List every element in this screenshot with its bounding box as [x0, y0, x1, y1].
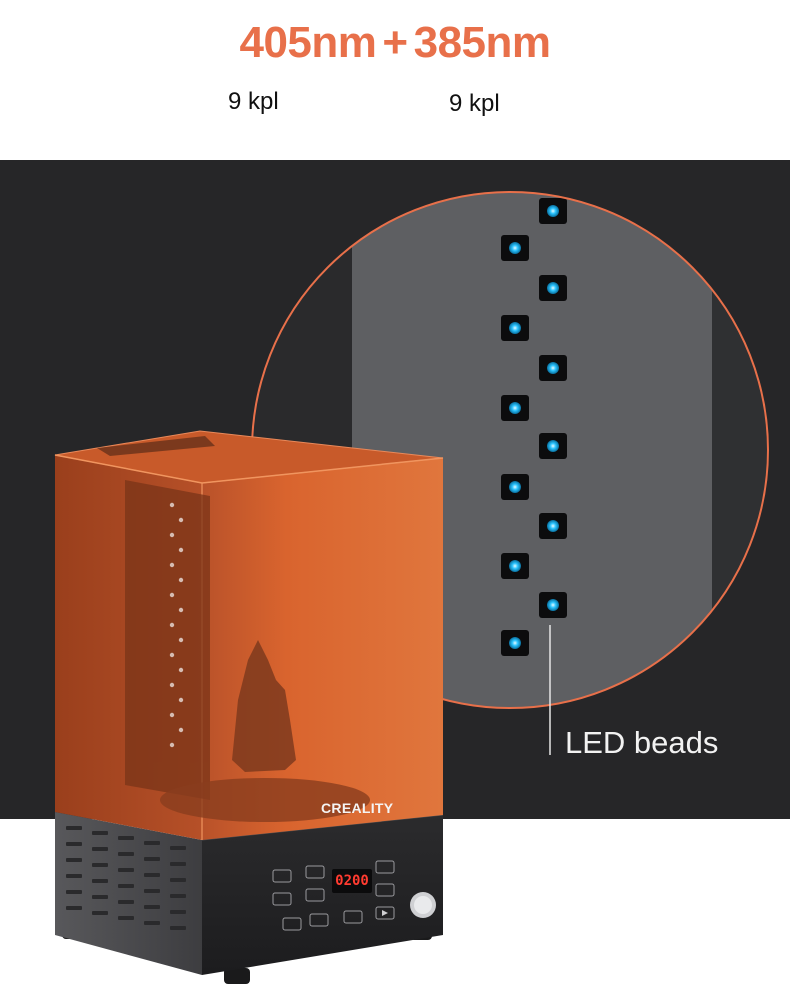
led-bead-icon — [539, 513, 567, 539]
start-button[interactable] — [343, 910, 363, 924]
foot — [224, 968, 250, 984]
curing-machine — [54, 430, 444, 984]
play-icon[interactable] — [375, 906, 395, 920]
base-front — [202, 815, 443, 975]
speed-button[interactable] — [309, 913, 329, 927]
wavelength-405: 405nm — [239, 18, 377, 67]
printed-model — [232, 640, 296, 772]
led-bead-icon — [539, 198, 567, 224]
led-bead-icon — [501, 235, 529, 261]
led-bead-icon — [539, 433, 567, 459]
control-panel — [272, 860, 436, 931]
turntable — [160, 778, 370, 822]
led-bead-icon — [501, 553, 529, 579]
led-bead-icon — [501, 630, 529, 656]
wash-button[interactable] — [272, 892, 292, 906]
timer-readout: 0200 — [335, 873, 369, 889]
led-bead-column — [501, 198, 567, 656]
led-bead-icon — [501, 395, 529, 421]
power-knob[interactable] — [410, 892, 436, 918]
wavelength-headline: 405nm+385nm — [0, 18, 790, 68]
timer-display — [332, 869, 372, 893]
led-bead-icon — [539, 592, 567, 618]
header: 405nm+385nm 9 kpl 9 kpl — [0, 0, 790, 160]
led-beads-label: LED beads — [565, 725, 719, 760]
count-405: 9 kpl — [228, 88, 279, 115]
cure-button[interactable] — [282, 917, 302, 931]
plus-sign: + — [382, 18, 408, 67]
wavelength-385: 385nm — [413, 18, 551, 67]
time-down-button[interactable] — [305, 888, 325, 902]
led-bead-icon — [539, 275, 567, 301]
led-bead-icon — [539, 355, 567, 381]
base-side — [55, 812, 202, 975]
led-bead-icon — [501, 315, 529, 341]
pause-button[interactable] — [375, 860, 395, 874]
stop-button[interactable] — [375, 883, 395, 897]
brand-logo: CREALITY — [321, 800, 394, 816]
time-up-button[interactable] — [305, 865, 325, 879]
count-385: 9 kpl — [449, 90, 500, 117]
mode-button[interactable] — [272, 869, 292, 883]
led-bead-icon — [501, 474, 529, 500]
inner-light-column — [125, 480, 210, 800]
vent-grille — [66, 826, 186, 930]
